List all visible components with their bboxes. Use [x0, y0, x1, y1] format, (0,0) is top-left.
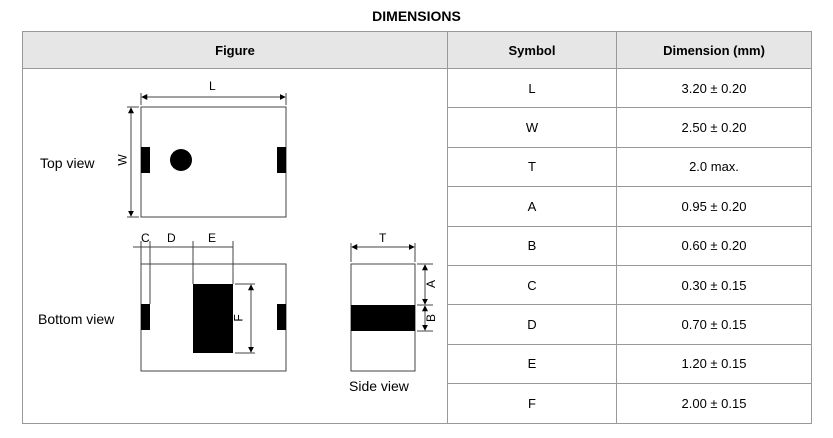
symbol-cell: E	[447, 343, 617, 385]
dimension-cell: 0.60 ± 0.20	[616, 225, 812, 266]
dimension-cell: 3.20 ± 0.20	[616, 67, 812, 109]
dimension-cell: 0.95 ± 0.20	[616, 186, 812, 227]
figure-header: Figure	[22, 31, 448, 69]
symbol-cell: F	[447, 383, 617, 424]
dimension-cell: 2.50 ± 0.20	[616, 107, 812, 148]
top-right-terminal	[277, 147, 286, 173]
symbol-cell: W	[447, 107, 617, 148]
dimension-cell: 2.00 ± 0.15	[616, 383, 812, 424]
dim-letter-c: C	[141, 231, 150, 245]
table-row: A 0.95 ± 0.20	[23, 186, 812, 227]
dim-letter-t: T	[379, 231, 387, 245]
dimension-header: Dimension (mm)	[616, 31, 812, 69]
figure-cell: Top view Bottom view Side view L W C D E…	[22, 68, 448, 424]
symbol-cell: L	[447, 67, 617, 109]
dim-letter-d: D	[167, 231, 176, 245]
bottom-view-label: Bottom view	[38, 311, 115, 327]
dimension-cell: 0.70 ± 0.15	[616, 304, 812, 345]
header-row: Figure Symbol Dimension (mm)	[22, 31, 812, 69]
dimension-cell: 2.0 max.	[616, 146, 812, 188]
polarity-dot	[170, 149, 192, 171]
side-band	[351, 305, 415, 331]
dimension-cell: 1.20 ± 0.15	[616, 343, 812, 385]
symbol-cell: D	[447, 304, 617, 345]
bottom-center-pad	[193, 284, 233, 353]
table-row: W 2.50 ± 0.20	[23, 107, 812, 148]
dim-letter-e: E	[208, 231, 217, 245]
component-drawing	[127, 93, 433, 372]
dim-letter-f: F	[231, 314, 246, 322]
table-row: Top view Bottom view Side view L W C D E…	[22, 67, 812, 424]
table-row: T 2.0 max.	[23, 146, 812, 188]
top-left-terminal	[141, 147, 150, 173]
table-row: F 2.00 ± 0.15	[23, 383, 812, 424]
symbol-cell: B	[447, 225, 617, 266]
dim-letter-l: L	[209, 79, 216, 93]
side-view-label: Side view	[349, 378, 409, 394]
symbol-cell: A	[447, 186, 617, 227]
table-row: D 0.70 ± 0.15	[23, 304, 812, 345]
dim-letter-a: A	[424, 279, 439, 289]
dimension-cell: 0.30 ± 0.15	[616, 264, 812, 306]
symbol-cell: T	[447, 146, 617, 188]
bottom-right-terminal	[277, 304, 286, 330]
dimensions-table: Figure Symbol Dimension (mm)	[22, 31, 812, 424]
table-row: E 1.20 ± 0.15	[23, 343, 812, 385]
dim-letter-b: B	[424, 313, 439, 323]
symbol-header: Symbol	[447, 31, 617, 69]
dim-letter-w: W	[115, 154, 130, 166]
symbol-cell: C	[447, 264, 617, 306]
table-row: C 0.30 ± 0.15	[23, 264, 812, 306]
top-view-body	[140, 106, 287, 218]
bottom-left-terminal	[141, 304, 150, 330]
page-title: DIMENSIONS	[372, 8, 461, 24]
top-view-label: Top view	[40, 155, 95, 171]
table-row: B 0.60 ± 0.20	[23, 225, 812, 266]
